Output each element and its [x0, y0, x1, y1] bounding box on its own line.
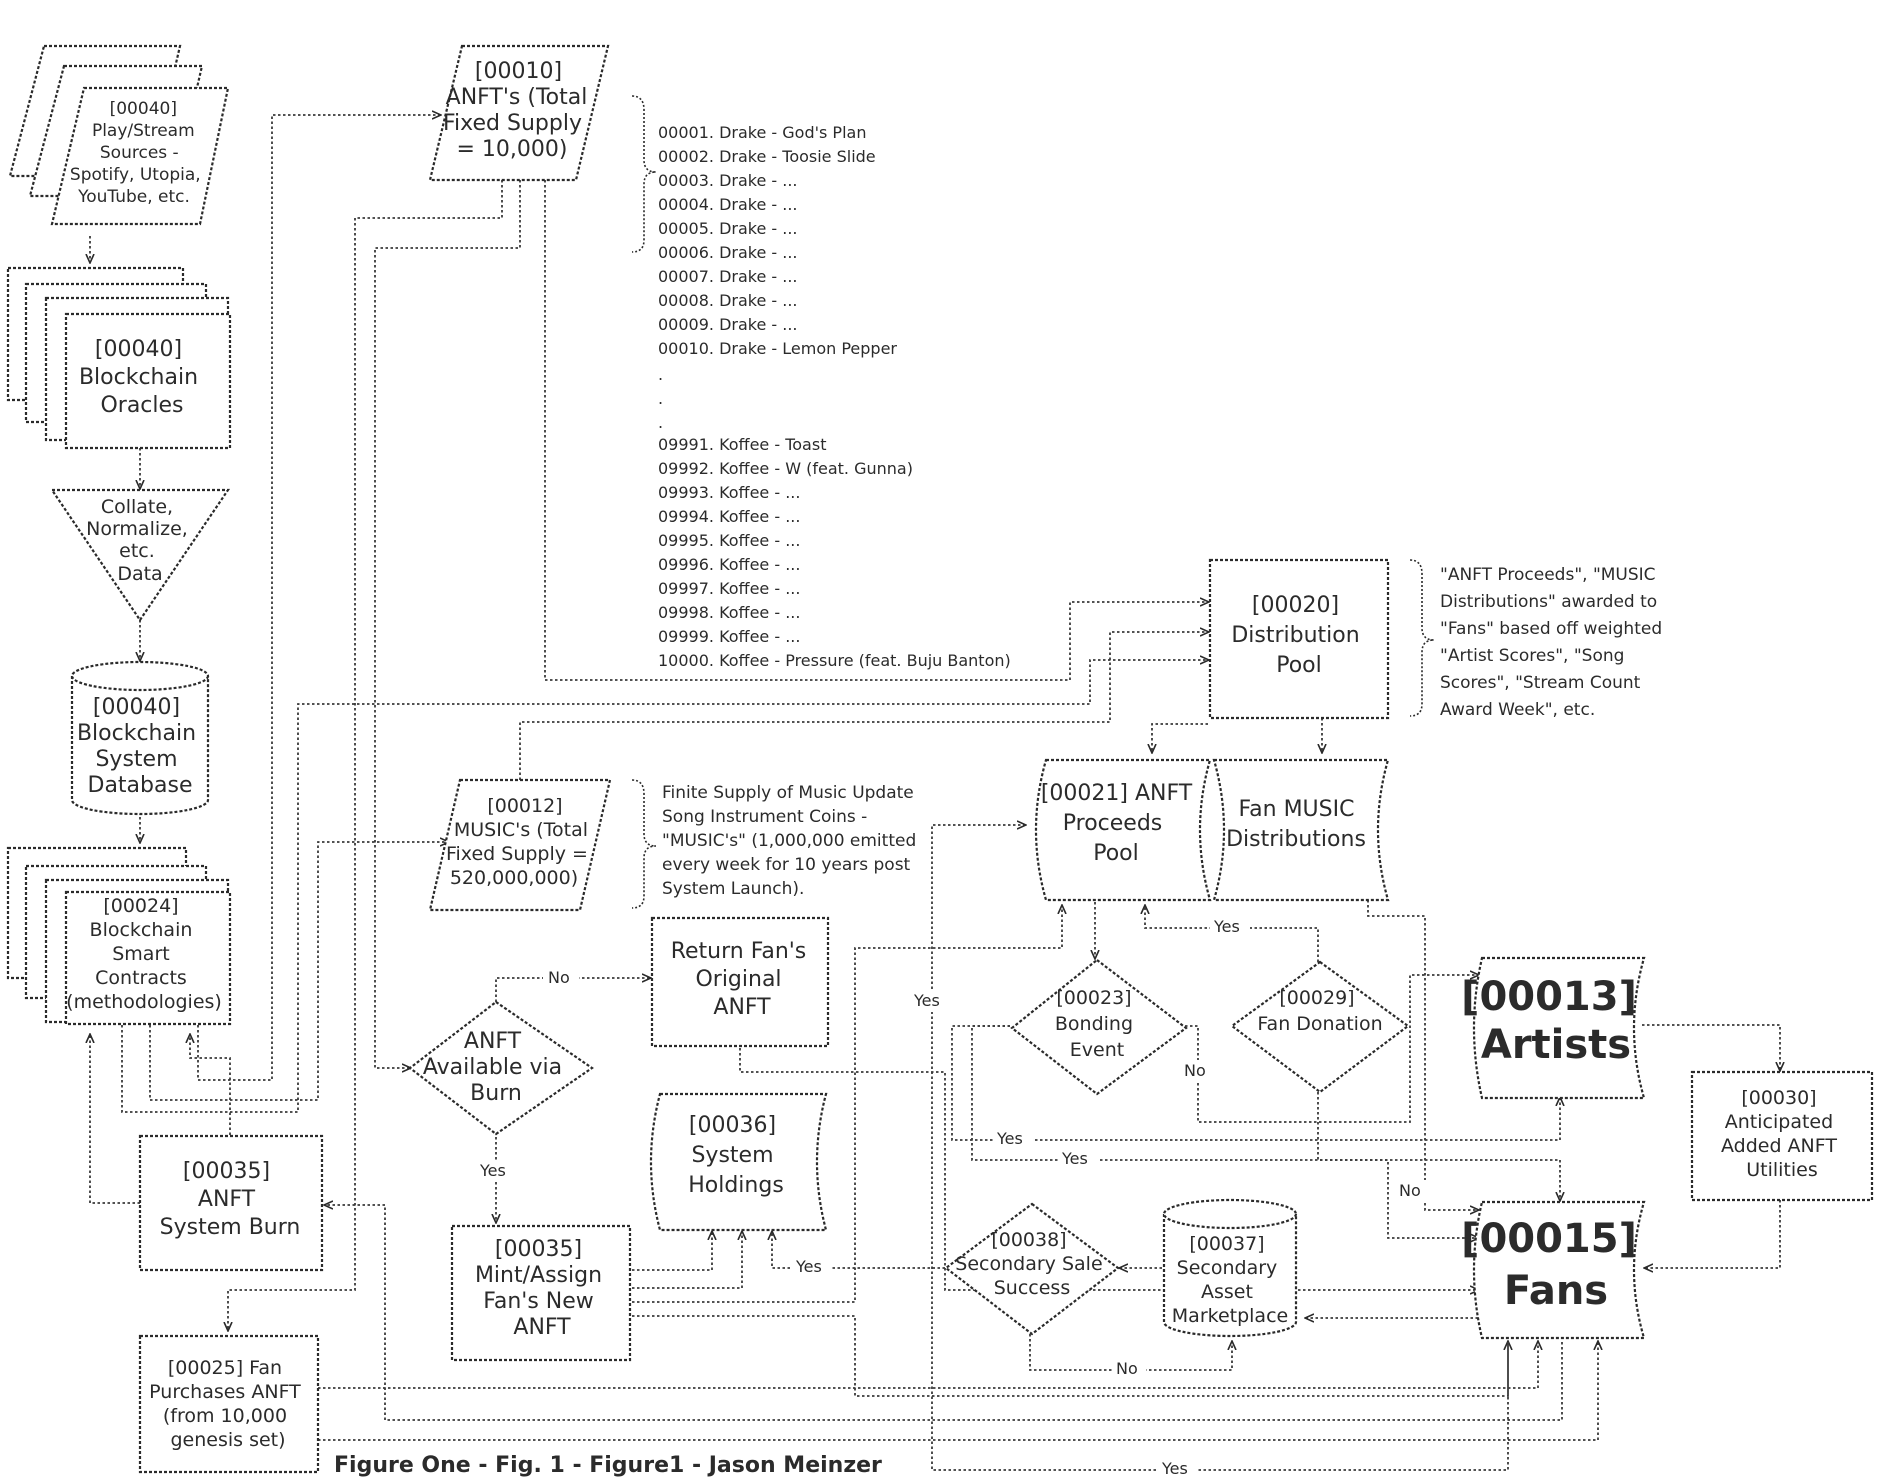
- fan-purchases-node: [00025] Fan Purchases ANFT (from 10,000 …: [140, 1336, 318, 1472]
- fans-node: [00015] Fans: [1461, 1202, 1651, 1338]
- blockchain-database-label: [00040] Blockchain System Database: [77, 695, 203, 798]
- edge-label-yes-donation: Yes: [1213, 917, 1240, 936]
- fan-donation-node: [00029] Fan Donation: [1232, 962, 1408, 1092]
- edge-label-yes-sale: Yes: [795, 1257, 822, 1276]
- secondary-sale-node: [00038] Secondary Sale Success: [946, 1204, 1118, 1334]
- anft-available-node: ANFT Available via Burn: [410, 1002, 592, 1134]
- smart-contracts-node: [00024] Blockchain Smart Contracts (meth…: [8, 848, 230, 1024]
- edge-label-yes-bonding-1: Yes: [996, 1129, 1023, 1148]
- artists-node: [00013] Artists: [1461, 958, 1651, 1098]
- edge-label-no-return: No: [548, 968, 570, 987]
- edge-label-no-sale: No: [1116, 1359, 1138, 1378]
- return-anft-node: Return Fan's Original ANFT: [652, 918, 828, 1046]
- distribution-note: "ANFT Proceeds", "MUSIC Distributions" a…: [1410, 560, 1668, 720]
- secondary-marketplace-node: [00037] Secondary Asset Marketplace: [1164, 1200, 1296, 1336]
- edge-label-yes-mint: Yes: [479, 1161, 506, 1180]
- edge-label-yes-bottom: Yes: [1161, 1459, 1188, 1478]
- distribution-pool-node: [00020] Distribution Pool: [1210, 560, 1388, 718]
- collate-normalize-node: Collate, Normalize, etc. Data: [52, 490, 228, 620]
- play-stream-sources-node: [00040] Play/Stream Sources - Spotify, U…: [10, 46, 228, 224]
- proceeds-pool-node: [00021] ANFT Proceeds Pool: [1036, 760, 1210, 900]
- figure-caption: Figure One - Fig. 1 - Figure1 - Jason Me…: [334, 1453, 882, 1478]
- blockchain-database-node: [00040] Blockchain System Database: [72, 662, 208, 814]
- edge-label-no-bonding: No: [1184, 1061, 1206, 1080]
- song-list-text: 00001. Drake - God's Plan 00002. Drake -…: [658, 123, 1011, 670]
- bonding-event-node: [00023] Bonding Event: [1012, 960, 1186, 1094]
- blockchain-oracles-node: [00040] Blockchain Oracles: [8, 268, 230, 448]
- music-distributions-node: Fan MUSIC Distributions: [1214, 760, 1388, 900]
- edge-label-yes-fans-pool: Yes: [913, 991, 940, 1010]
- system-burn-node: [00035] ANFT System Burn: [140, 1136, 322, 1270]
- edge-label-no-donation: No: [1399, 1181, 1421, 1200]
- anft-supply-node: [00010] ANFT's (Total Fixed Supply = 10,…: [430, 46, 608, 180]
- system-holdings-label: [00036] System Holdings: [688, 1113, 784, 1198]
- system-holdings-node: [00036] System Holdings: [651, 1094, 826, 1230]
- music-supply-node: [00012] MUSIC's (Total Fixed Supply = 52…: [430, 780, 610, 910]
- anticipated-utilities-node: [00030] Anticipated Added ANFT Utilities: [1692, 1072, 1872, 1200]
- distribution-note-text: "ANFT Proceeds", "MUSIC Distributions" a…: [1440, 565, 1668, 720]
- edge-label-yes-bonding-2: Yes: [1061, 1149, 1088, 1168]
- song-list-block: 00001. Drake - God's Plan 00002. Drake -…: [632, 96, 1011, 670]
- music-coins-note: Finite Supply of Music Update Song Instr…: [632, 780, 922, 908]
- mint-assign-node: [00035] Mint/Assign Fan's New ANFT: [452, 1226, 630, 1360]
- music-coins-note-text: Finite Supply of Music Update Song Instr…: [662, 783, 922, 899]
